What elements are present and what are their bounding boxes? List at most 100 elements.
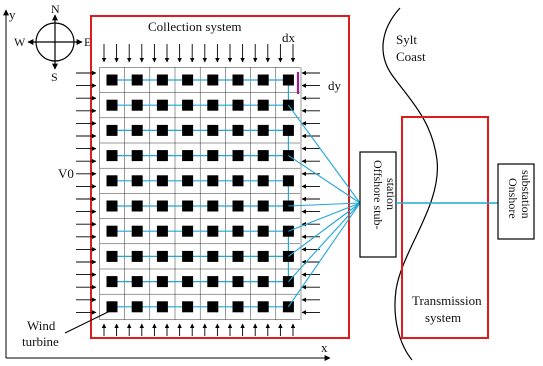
transmission-system-boundary	[401, 116, 489, 339]
black-square-icon	[156, 124, 168, 136]
black-square-icon	[207, 301, 219, 313]
compass-east: E	[84, 35, 91, 49]
onshore-substation-box	[497, 163, 535, 240]
black-square-icon	[156, 99, 168, 111]
feeder-cable	[287, 104, 361, 204]
offshore-substation-box	[359, 151, 397, 258]
black-square-icon	[106, 74, 118, 86]
black-square-icon	[232, 99, 244, 111]
wind-turbine-label-line2: turbine	[22, 334, 59, 349]
black-square-icon	[182, 99, 194, 111]
feeder-cable	[287, 202, 361, 308]
black-square-icon	[156, 200, 168, 212]
black-square-icon	[156, 74, 168, 86]
black-square-icon	[282, 124, 294, 136]
black-square-icon	[106, 200, 118, 212]
black-square-icon	[257, 225, 269, 237]
black-square-icon	[207, 225, 219, 237]
black-square-icon	[156, 150, 168, 162]
black-square-icon	[106, 301, 118, 313]
v0-label: V0	[58, 166, 74, 181]
axis-x-label: x	[321, 340, 328, 355]
black-square-icon	[257, 74, 269, 86]
dy-label: dy	[328, 78, 342, 93]
black-square-icon	[282, 74, 294, 86]
black-square-icon	[131, 301, 143, 313]
feeder-cable	[287, 202, 361, 282]
wind-turbine-pointer	[64, 310, 111, 334]
black-square-icon	[106, 150, 118, 162]
black-square-icon	[131, 74, 143, 86]
feeder-cable	[288, 202, 361, 257]
black-square-icon	[156, 250, 168, 262]
black-square-icon	[232, 200, 244, 212]
offshore-substation-label-line1: Offshore stub-	[371, 160, 385, 229]
black-square-icon	[207, 200, 219, 212]
black-square-icon	[207, 74, 219, 86]
black-square-icon	[257, 175, 269, 187]
grid-lines	[99, 67, 302, 320]
black-square-icon	[182, 74, 194, 86]
black-square-icon	[106, 250, 118, 262]
offshore-substation-label-line2: station	[384, 178, 398, 210]
collection-system-label: Collection system	[148, 19, 242, 34]
coordinate-axes: y x	[2, 7, 331, 361]
black-square-icon	[207, 124, 219, 136]
black-square-icon	[106, 99, 118, 111]
feeder-cable	[288, 155, 361, 204]
compass-north: N	[51, 2, 60, 16]
black-square-icon	[131, 124, 143, 136]
black-square-icon	[232, 175, 244, 187]
black-square-icon	[257, 276, 269, 288]
wind-farm-boundary	[90, 15, 350, 339]
black-square-icon	[232, 225, 244, 237]
transmission-label-line1: Transmission	[412, 293, 482, 308]
black-square-icon	[131, 250, 143, 262]
black-square-icon	[131, 276, 143, 288]
black-square-icon	[257, 150, 269, 162]
black-square-icon	[182, 276, 194, 288]
compass-south: S	[51, 70, 58, 84]
black-square-icon	[232, 301, 244, 313]
black-square-icon	[182, 150, 194, 162]
black-square-icon	[156, 175, 168, 187]
black-square-icon	[182, 301, 194, 313]
black-square-icon	[207, 150, 219, 162]
black-square-icon	[207, 250, 219, 262]
black-square-icon	[156, 225, 168, 237]
black-square-icon	[232, 276, 244, 288]
axis-y-label: y	[9, 7, 16, 22]
black-square-icon	[156, 276, 168, 288]
black-square-icon	[207, 175, 219, 187]
black-square-icon	[207, 99, 219, 111]
sylt-label-line2: Coast	[396, 49, 426, 64]
transmission-label-line2: system	[425, 310, 461, 325]
black-square-icon	[257, 250, 269, 262]
black-square-icon	[207, 276, 219, 288]
dx-label: dx	[282, 30, 296, 45]
black-square-icon	[257, 124, 269, 136]
onshore-substation-label-line2: substation	[519, 170, 533, 219]
black-square-icon	[182, 175, 194, 187]
black-square-icon	[282, 175, 294, 187]
black-square-icon	[257, 301, 269, 313]
black-square-icon	[232, 250, 244, 262]
black-square-icon	[131, 225, 143, 237]
black-square-icon	[182, 200, 194, 212]
feeder-cable	[288, 202, 361, 232]
black-square-icon	[131, 99, 143, 111]
feeder-cable	[288, 202, 361, 207]
black-square-icon	[106, 175, 118, 187]
black-square-icon	[156, 301, 168, 313]
black-square-icon	[182, 124, 194, 136]
black-square-icon	[106, 276, 118, 288]
black-square-icon	[131, 175, 143, 187]
string-export-cables	[287, 104, 361, 308]
black-square-icon	[106, 225, 118, 237]
black-square-icon	[232, 150, 244, 162]
onshore-substation-label-line1: Onshore	[506, 178, 520, 219]
sylt-coastline	[382, 7, 438, 361]
black-square-icon	[131, 150, 143, 162]
wind-arrows	[76, 44, 320, 336]
black-square-icon	[182, 225, 194, 237]
